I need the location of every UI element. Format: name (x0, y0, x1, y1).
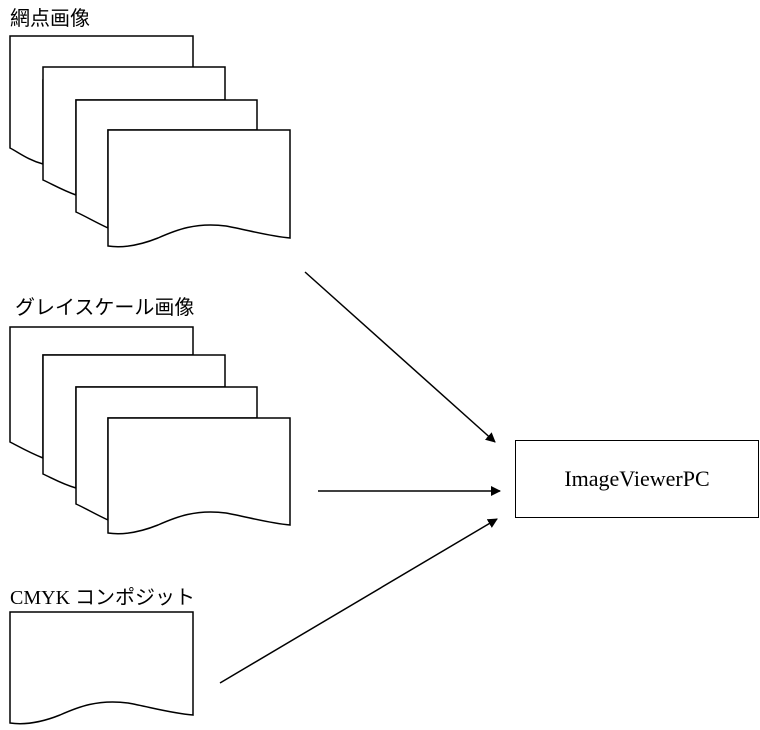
arrow-halftone-to-viewer (304, 271, 496, 443)
image-viewer-pc-box: ImageViewerPC (515, 440, 759, 518)
arrow-cmyk-to-viewer (219, 518, 498, 684)
grayscale-image-label: グレイスケール画像 (15, 295, 195, 319)
document-icon (9, 611, 194, 725)
cmyk-composite-document (9, 611, 194, 725)
halftone-image-label: 網点画像 (10, 6, 90, 30)
cmyk-composite-label: CMYK コンポジット (10, 587, 196, 609)
halftone-image-stack (9, 35, 291, 248)
document-icon (107, 417, 291, 535)
image-viewer-pc-label: ImageViewerPC (564, 466, 710, 491)
document-icon (107, 129, 291, 248)
grayscale-image-stack (9, 326, 291, 535)
